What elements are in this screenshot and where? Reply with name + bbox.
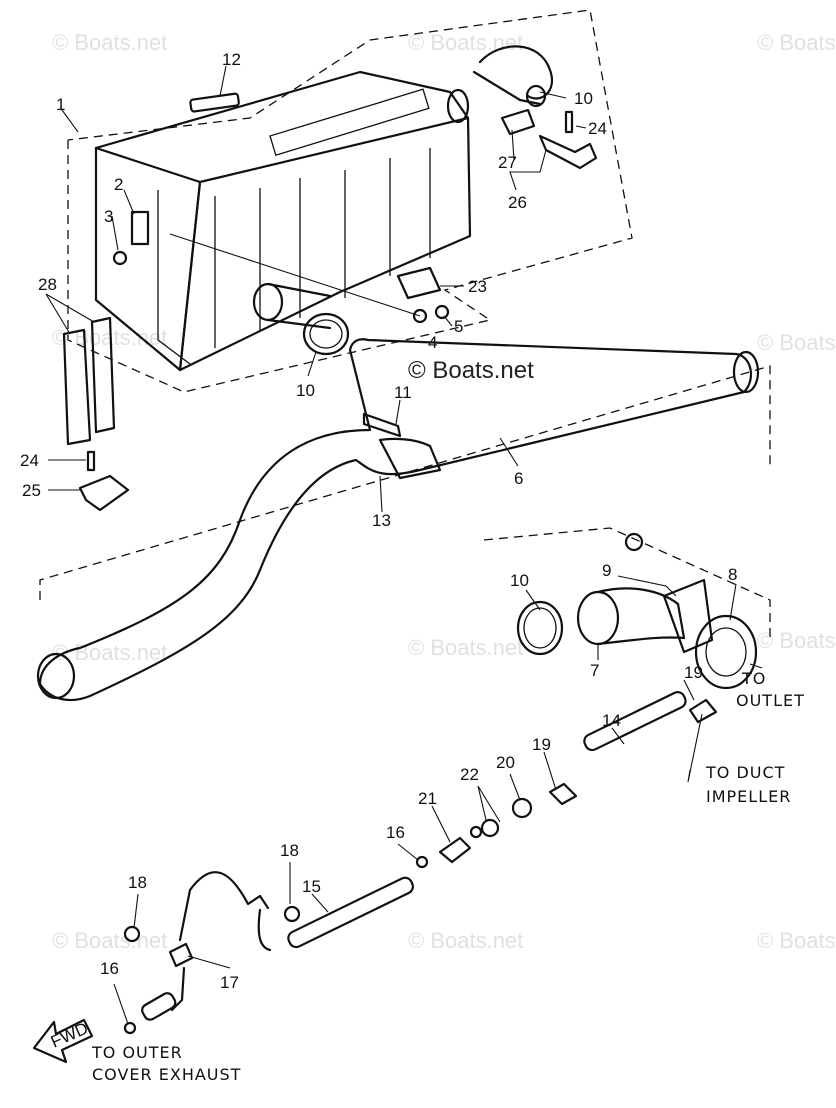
part-15-hose xyxy=(287,876,414,949)
exhaust-pipe-outline xyxy=(39,365,771,600)
part-28-strap xyxy=(62,328,92,446)
callout-13: 13 xyxy=(372,511,391,530)
callout-8: 8 xyxy=(728,565,737,584)
callout-15: 15 xyxy=(302,877,321,896)
part-22-washer xyxy=(469,825,483,839)
watermark: © Boats.net xyxy=(408,928,523,953)
callout-21: 21 xyxy=(418,789,437,808)
part-8-gasket xyxy=(694,614,758,690)
part-19-clip xyxy=(688,698,718,724)
part-23-plate xyxy=(396,266,442,300)
callout-26: 26 xyxy=(508,193,527,212)
part-17-tube xyxy=(178,871,272,952)
part-3-screw xyxy=(112,250,128,266)
note-to-outlet-line1: TO xyxy=(741,669,766,688)
watermark: © Boats.net xyxy=(757,928,836,953)
part-17-tube xyxy=(170,966,186,1012)
part-11-clamp xyxy=(362,412,402,438)
callout-2: 2 xyxy=(114,175,123,194)
part-18-screw xyxy=(283,905,301,923)
part-18-screw xyxy=(123,925,141,943)
part-28-strap xyxy=(90,316,116,434)
part-7-elbow xyxy=(576,587,686,646)
callout-23: 23 xyxy=(468,277,487,296)
part-24-bolt-left xyxy=(86,450,96,472)
callout-3: 3 xyxy=(104,207,113,226)
callout-22: 22 xyxy=(460,765,479,784)
watermark: © Boats.net xyxy=(757,628,836,653)
watermark: © Boats.net xyxy=(52,30,167,55)
part-19-clip xyxy=(548,782,578,806)
callout-12: 12 xyxy=(222,50,241,69)
part-10-clamp-left xyxy=(302,312,350,356)
callout-18: 18 xyxy=(128,873,147,892)
part-25-bracket xyxy=(78,474,130,512)
watermark: © Boats.net xyxy=(408,635,523,660)
part-17-fitting xyxy=(168,942,194,968)
watermark: © Boats.net xyxy=(757,30,836,55)
callout-18: 18 xyxy=(280,841,299,860)
note-to-duct-line1: TO DUCT xyxy=(705,763,785,782)
tube-end xyxy=(141,992,177,1021)
note-to-outlet-line2: OUTLET xyxy=(736,691,805,710)
callout-10: 10 xyxy=(574,89,593,108)
callout-10: 10 xyxy=(296,381,315,400)
callout-27: 27 xyxy=(498,153,517,172)
part-24-bolt-top xyxy=(564,110,574,134)
callout-10: 10 xyxy=(510,571,529,590)
part-16-clip xyxy=(123,1021,137,1035)
callout-9: 9 xyxy=(602,561,611,580)
part-16-clip xyxy=(415,855,429,869)
outlet-assembly-outline xyxy=(483,527,771,640)
part-6-exhaust-hose xyxy=(36,338,760,702)
callout-14: 14 xyxy=(602,711,621,730)
callout-16: 16 xyxy=(100,959,119,978)
part-10-clamp-top xyxy=(472,45,553,108)
callout-28: 28 xyxy=(38,275,57,294)
muffler-body xyxy=(94,70,472,372)
watermark: © Boats.net xyxy=(52,928,167,953)
part-5-nut xyxy=(434,304,450,320)
part-2-bracket xyxy=(130,210,150,246)
part-20-fitting xyxy=(511,797,533,819)
part-7-flange xyxy=(662,578,714,654)
callout-5: 5 xyxy=(454,317,463,336)
callout-17: 17 xyxy=(220,973,239,992)
part-27-plate xyxy=(500,108,536,136)
part-9-screw xyxy=(624,532,644,552)
callout-11: 11 xyxy=(394,383,412,402)
callout-6: 6 xyxy=(514,469,523,488)
callout-16: 16 xyxy=(386,823,405,842)
note-to-duct-line2: IMPELLER xyxy=(706,787,791,806)
fwd-arrow xyxy=(32,1018,94,1064)
part-4-washer xyxy=(412,308,428,324)
callout-20: 20 xyxy=(496,753,515,772)
leader-lines xyxy=(45,65,763,1025)
callout-4: 4 xyxy=(428,333,437,352)
callout-19: 19 xyxy=(684,663,703,682)
part-21-fitting xyxy=(438,836,472,864)
callout-19: 19 xyxy=(532,735,551,754)
callout-7: 7 xyxy=(590,661,599,680)
note-to-outer-line2: COVER EXHAUST xyxy=(92,1065,241,1084)
part-26-bracket xyxy=(538,134,598,170)
callout-24: 24 xyxy=(588,119,607,138)
part-14-hose xyxy=(583,691,687,752)
callout-25: 25 xyxy=(22,481,41,500)
muffler-assembly-outline xyxy=(67,9,633,393)
part-12-pad xyxy=(189,92,240,113)
watermark: © Boats.net xyxy=(408,30,523,55)
part-10-clamp-mid xyxy=(516,600,564,656)
watermark-center: © Boats.net xyxy=(408,357,534,384)
callout-24: 24 xyxy=(20,451,39,470)
watermark: © Boats.net xyxy=(757,330,836,355)
note-to-outer-line1: TO OUTER xyxy=(91,1043,183,1062)
callout-1: 1 xyxy=(56,95,65,114)
watermark: © Boats.net xyxy=(52,640,167,665)
part-22-washer xyxy=(480,818,500,838)
